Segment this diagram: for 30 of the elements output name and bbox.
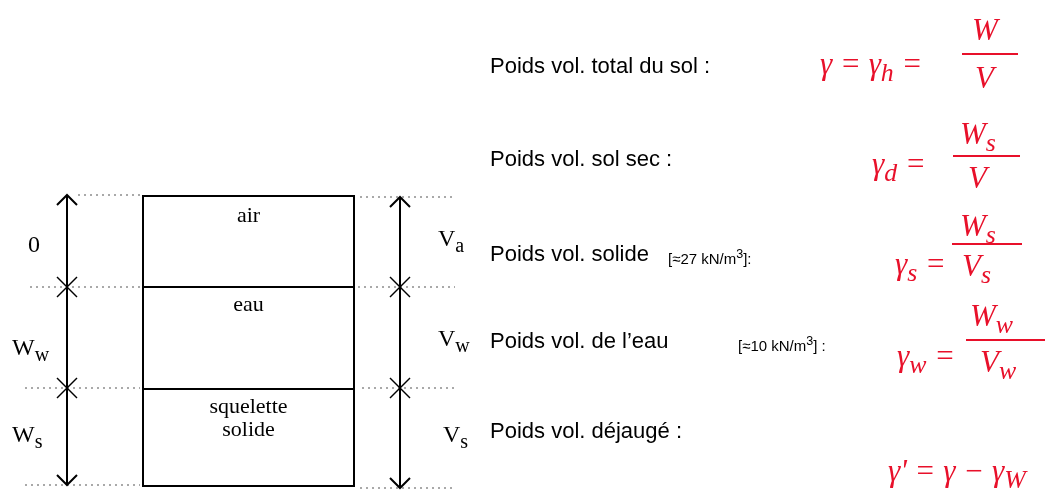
formula-numerator: W$_{s}$ [960,210,996,248]
formula-numerator: W$_{w}$ [970,300,1014,338]
note: [≈27 kN/m$^{3}$]: [668,248,752,266]
phase-box [142,388,355,487]
property-text: Poids vol. total du sol : [490,55,711,77]
note: [≈10 kN/m$^{3}$] : [738,335,826,353]
formula-denominator: V$_{w}$ [980,346,1017,384]
formula-denominator: V$_{s}$ [962,250,991,288]
property-text: Poids vol. déjaugé : [490,420,683,442]
volume-label: V$_{a}$ [438,226,465,255]
phase-box [142,195,355,288]
volume-label: V$_{s}$ [443,422,469,451]
formula: γ' = γ − γ$_{W}$ [888,455,1026,493]
formula-numerator: W [972,14,998,45]
phase-label: air [236,203,261,227]
property-text: Poids vol. de l’eau [490,330,669,352]
formula: γ = γ$_{h}$ = [820,48,923,86]
phase-box [142,286,355,390]
formula-numerator: W$_{s}$ [960,118,996,156]
property-text: Poids vol. solide [490,243,649,265]
phase-label: squelette solide [208,394,289,441]
formula: γ$_{s}$ = [895,248,946,286]
formula: γ$_{d}$ = [872,148,926,186]
volume-label: V$_{w}$ [438,326,470,355]
weight-label: W$_{w}$ [12,335,50,364]
formula: γ$_{w}$ = [897,340,956,378]
weight-label: W$_{s}$ [12,422,43,451]
weight-label: 0 [28,232,40,256]
phase-label: eau [233,292,264,316]
property-text: Poids vol. sol sec : [490,148,673,170]
